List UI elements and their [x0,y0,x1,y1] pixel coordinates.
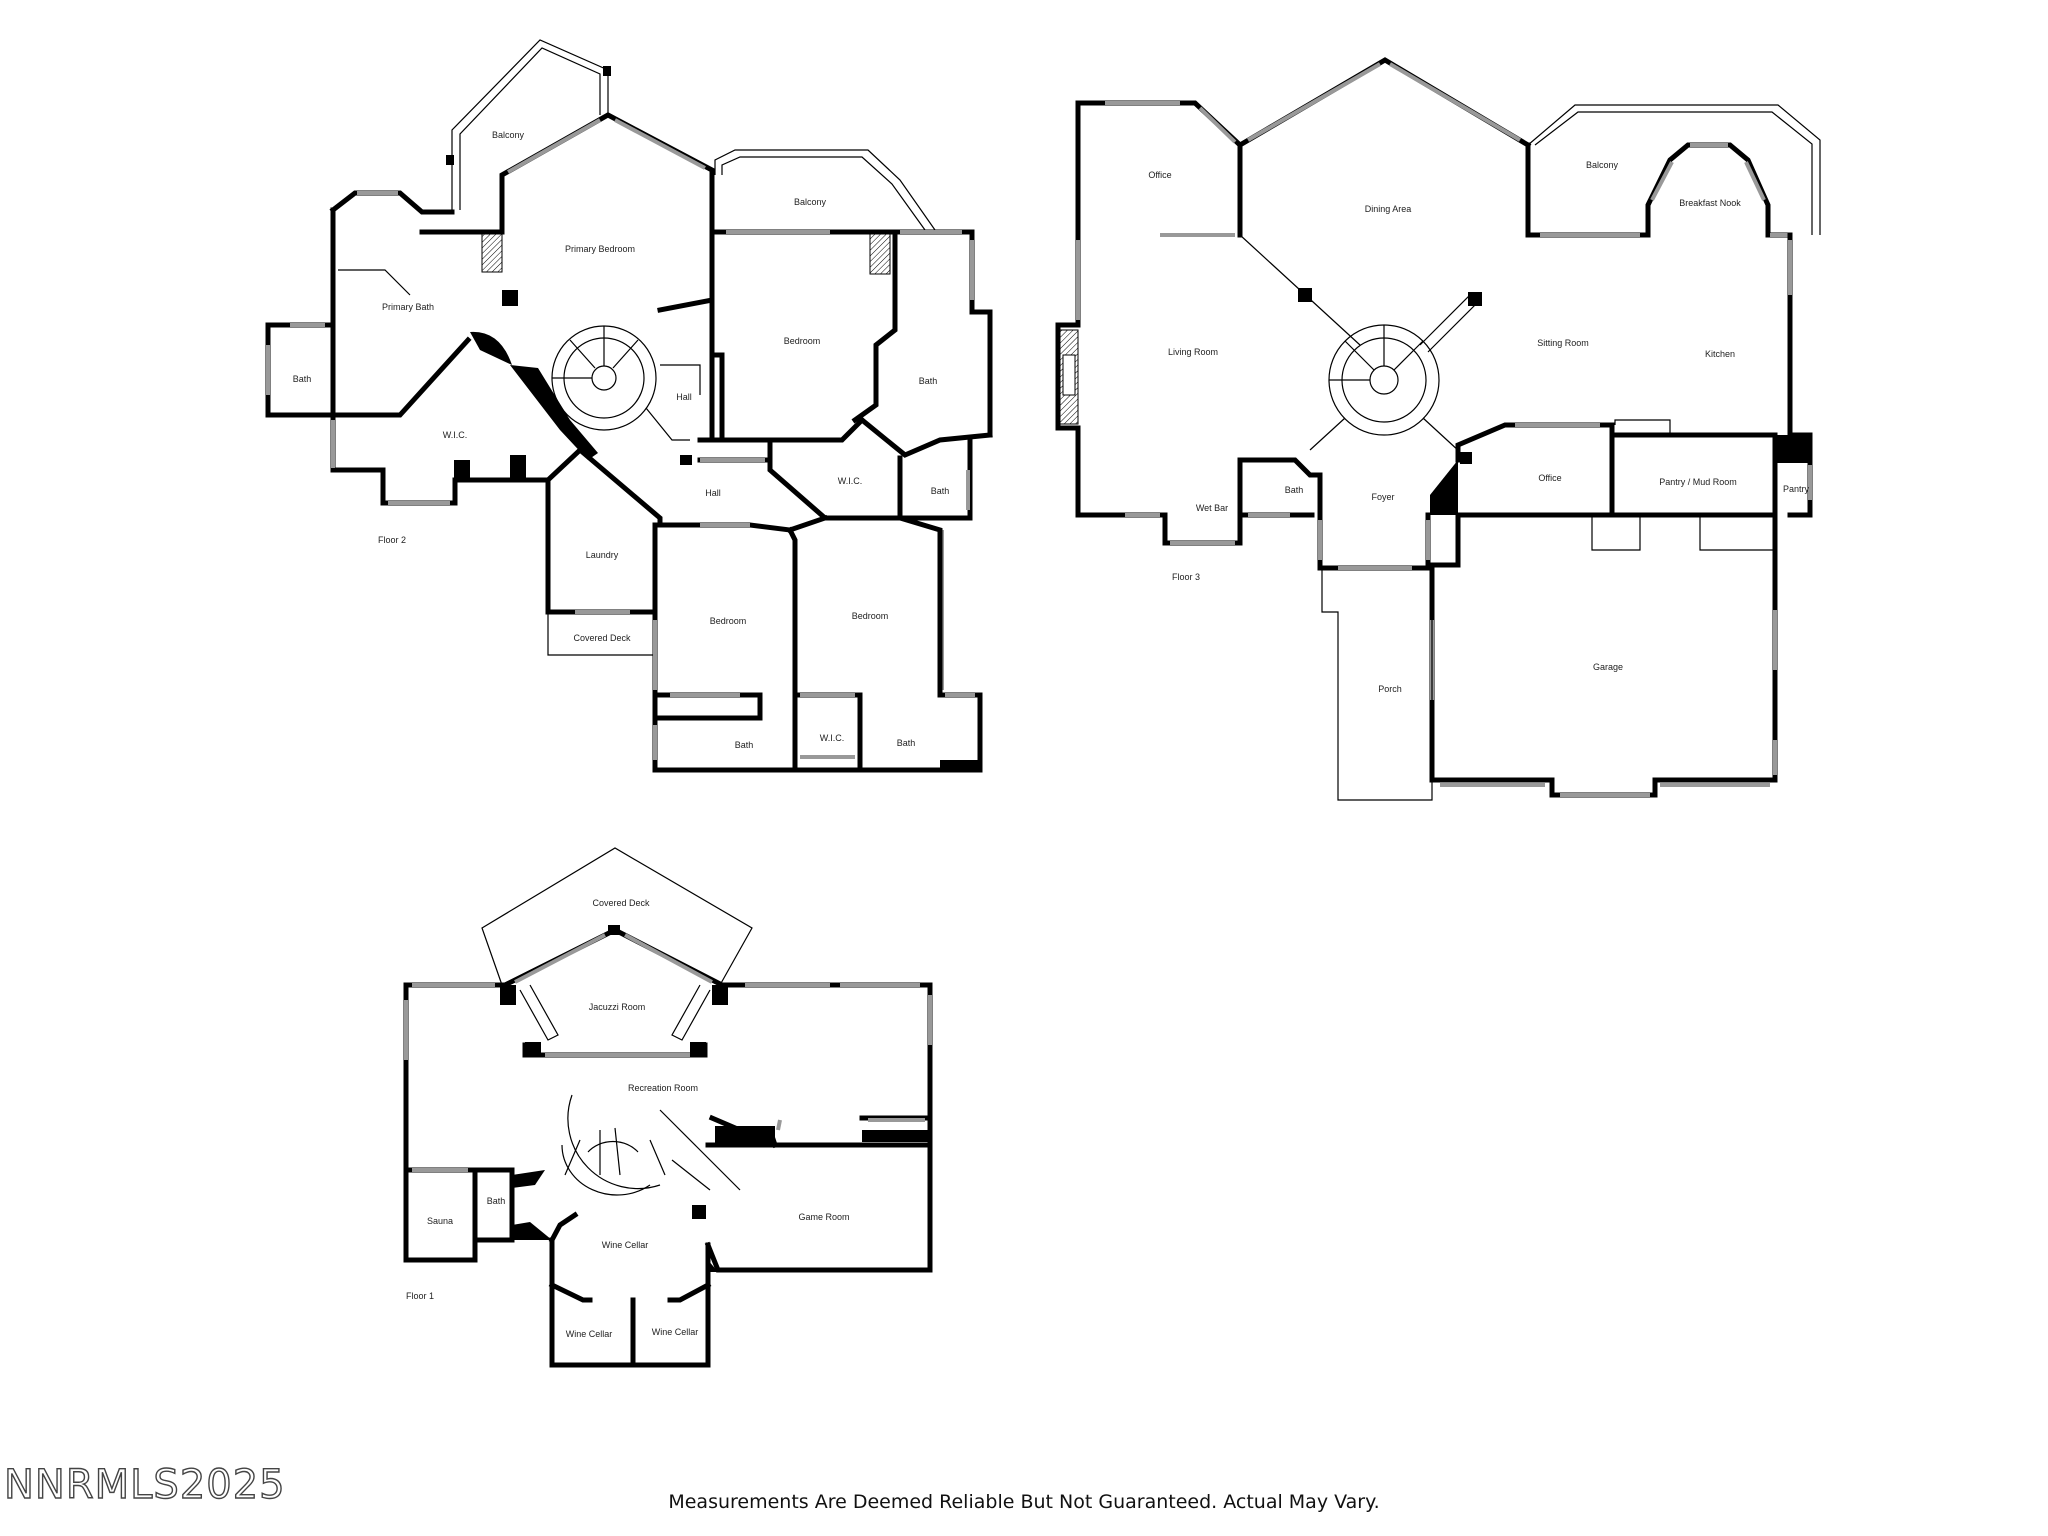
room-label-wic: W.I.C. [443,430,468,440]
room-label-primary-bath: Primary Bath [382,302,434,312]
room-label-bath: Bath [293,374,312,384]
room-label-covered-deck: Covered Deck [592,898,650,908]
room-label-wine-cellar: Wine Cellar [602,1240,649,1250]
room-label-office: Office [1148,170,1171,180]
room-label-wet-bar: Wet Bar [1196,503,1228,513]
room-label-wic: W.I.C. [838,476,863,486]
room-label-bath: Bath [1285,485,1304,495]
floor-label: Floor 2 [378,535,406,545]
balcony-railing [451,39,609,210]
room-label-game-room: Game Room [798,1212,849,1222]
room-label-balcony: Balcony [1586,160,1619,170]
room-label-bath: Bath [735,740,754,750]
room-label-sauna: Sauna [427,1216,453,1226]
floor-2-plan: Balcony Primary Bedroom Balcony Primary … [265,39,993,773]
room-label-bath: Bath [487,1196,506,1206]
mls-watermark: NNRMLS2025 [3,1461,286,1508]
room-label-living-room: Living Room [1168,347,1218,357]
room-label-wine-cellar: Wine Cellar [652,1327,699,1337]
room-label-bath: Bath [919,376,938,386]
room-label-bath: Bath [931,486,950,496]
room-label-bedroom: Bedroom [710,616,747,626]
floor-1-plan: Covered Deck Jacuzzi Room Recreation Roo… [403,847,933,1368]
floor-label: Floor 1 [406,1291,434,1301]
room-label-laundry: Laundry [586,550,619,560]
room-label-sitting-room: Sitting Room [1537,338,1589,348]
room-label-balcony: Balcony [492,130,525,140]
room-label-bath: Bath [897,738,916,748]
room-label-hall: Hall [676,392,692,402]
disclaimer-text: Measurements Are Deemed Reliable But Not… [668,1491,1380,1513]
room-label-primary-bedroom: Primary Bedroom [565,244,635,254]
room-label-covered-deck: Covered Deck [573,633,631,643]
room-label-porch: Porch [1378,684,1402,694]
room-label-balcony: Balcony [794,197,827,207]
room-label-wic: W.I.C. [820,733,845,743]
room-label-jacuzzi-room: Jacuzzi Room [589,1002,646,1012]
room-label-bedroom: Bedroom [784,336,821,346]
room-label-foyer: Foyer [1371,492,1394,502]
room-label-dining-area: Dining Area [1365,204,1412,214]
room-label-hall: Hall [705,488,721,498]
room-label-garage: Garage [1593,662,1623,672]
room-label-pantry: Pantry [1783,484,1810,494]
room-label-breakfast-nook: Breakfast Nook [1679,198,1741,208]
room-label-pantry-mud-room: Pantry / Mud Room [1659,477,1737,487]
room-label-bedroom: Bedroom [852,611,889,621]
floor-3-plan: Office Dining Area Balcony Breakfast Noo… [1055,57,1821,801]
floor-label: Floor 3 [1172,572,1200,582]
room-label-kitchen: Kitchen [1705,349,1735,359]
room-label-office: Office [1538,473,1561,483]
room-label-wine-cellar: Wine Cellar [566,1329,613,1339]
room-label-recreation-room: Recreation Room [628,1083,698,1093]
